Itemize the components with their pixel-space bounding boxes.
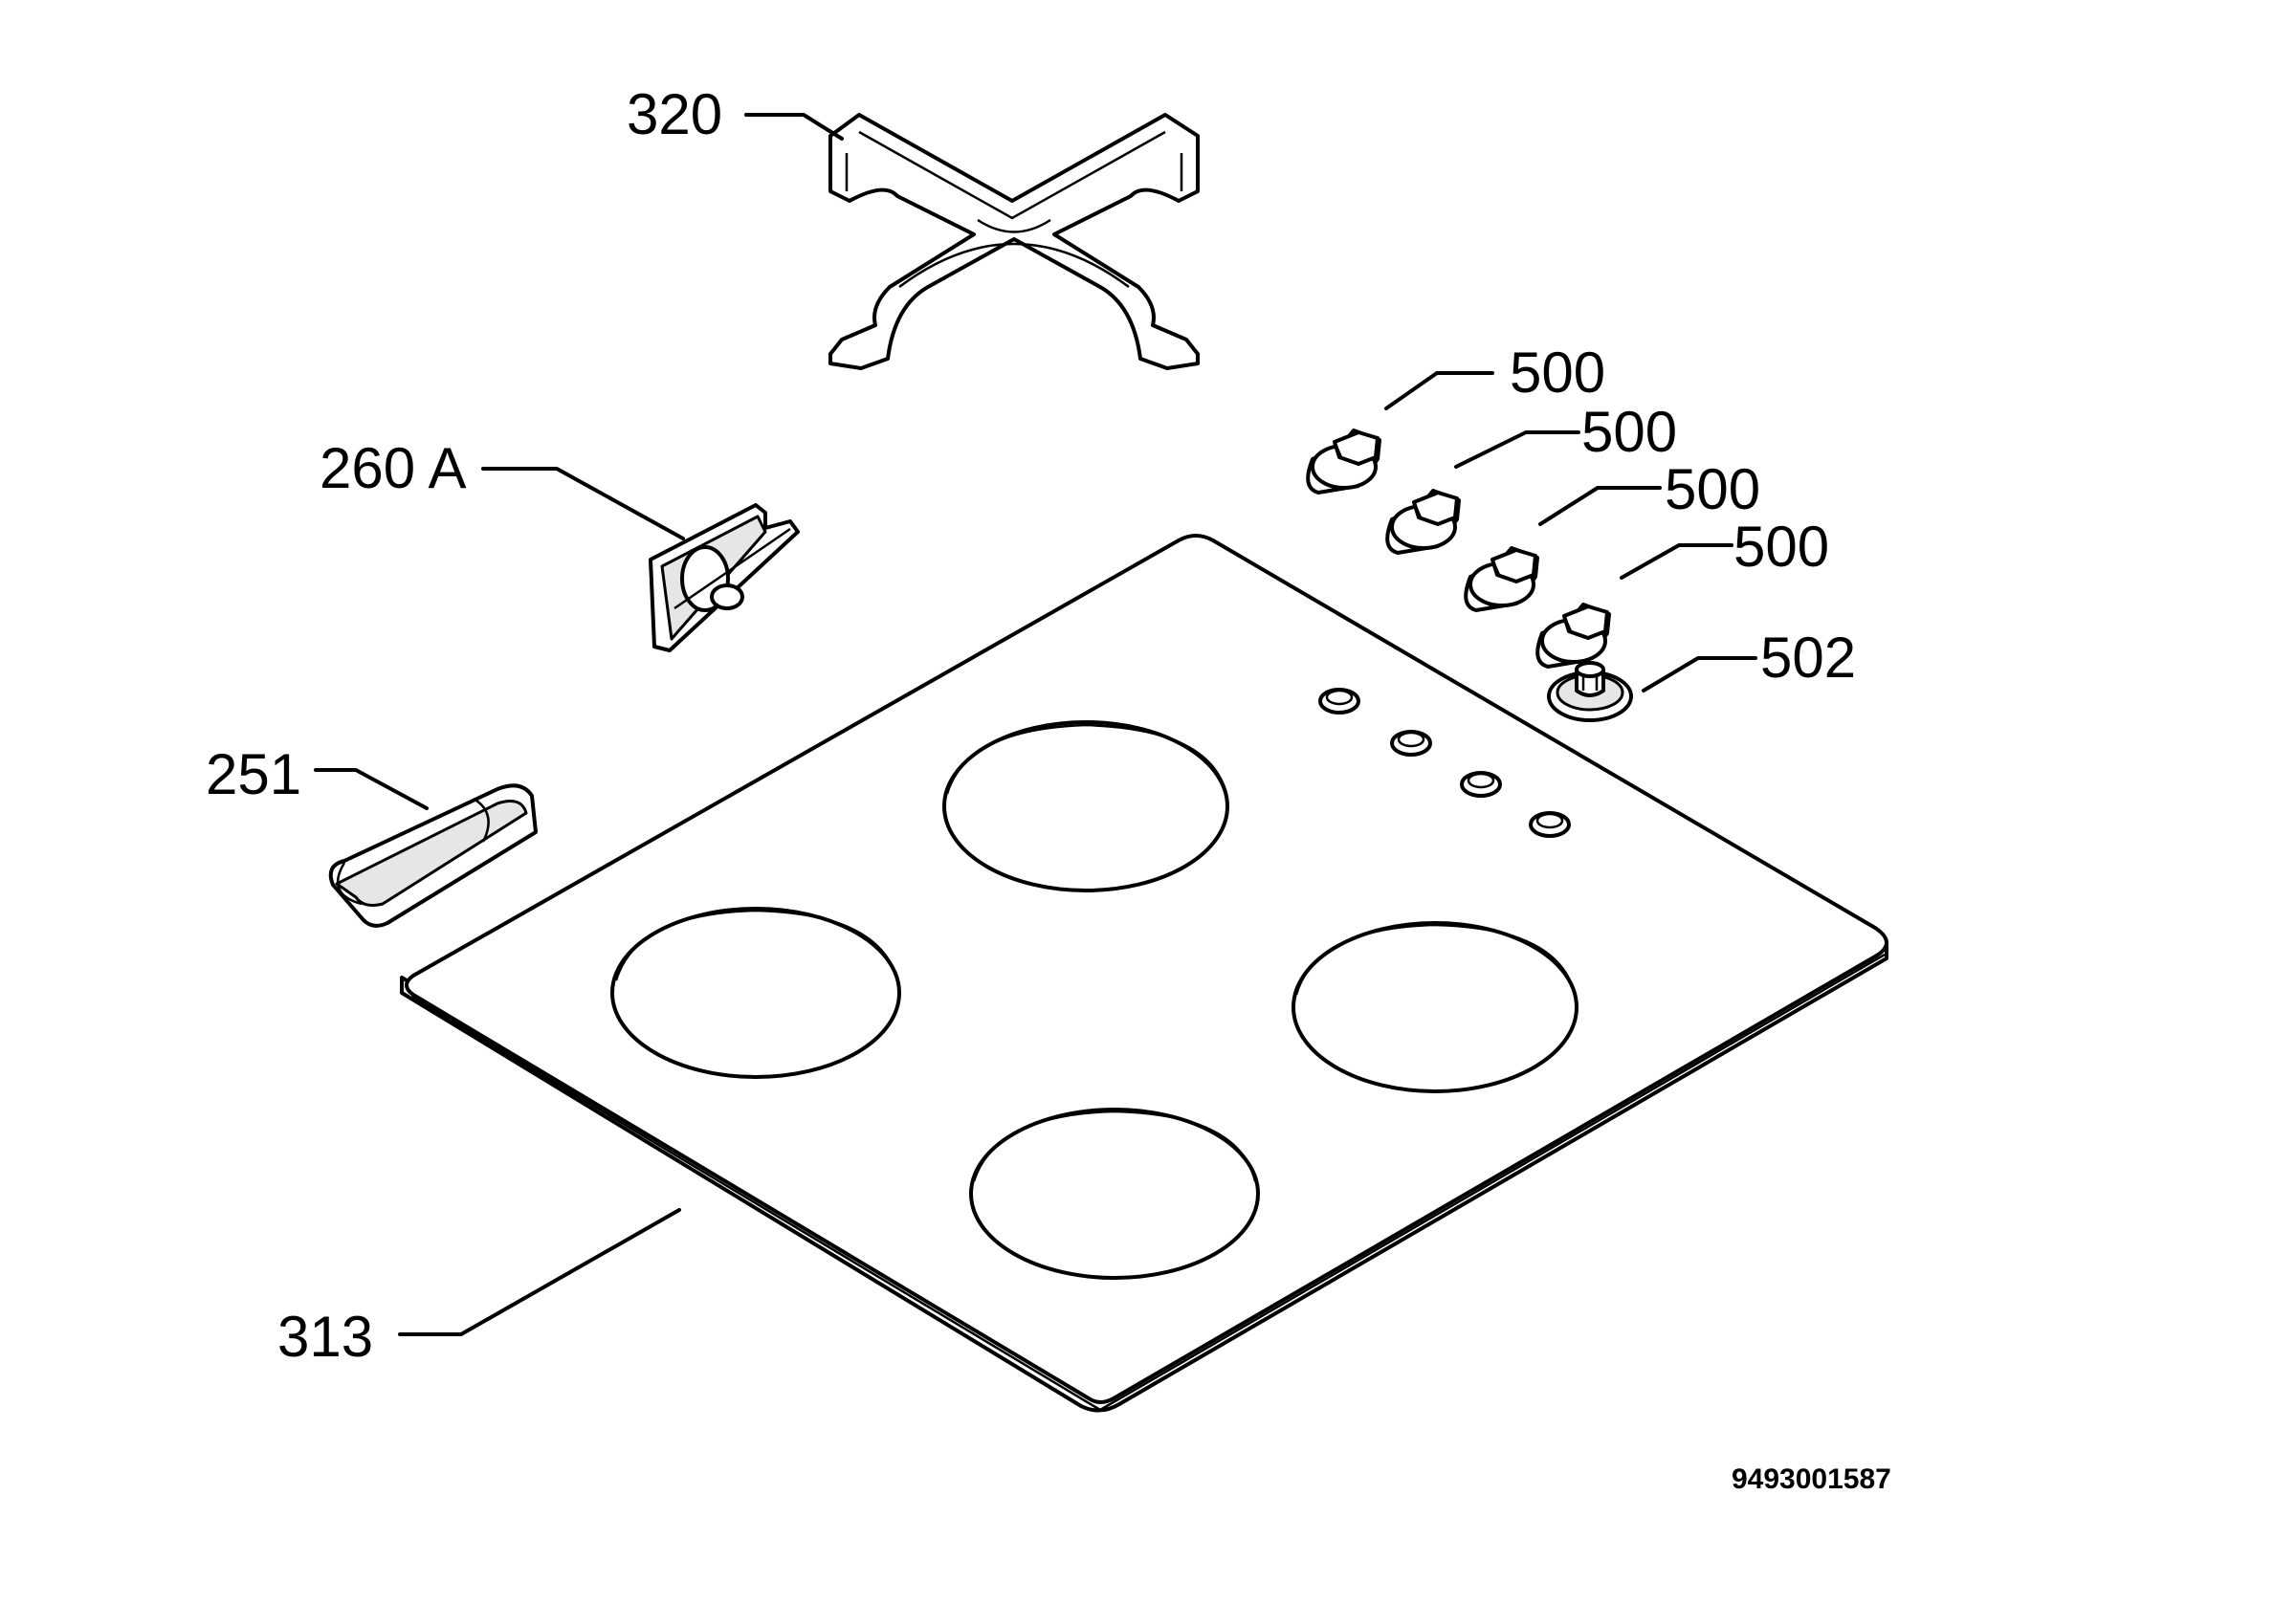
label-500-1: 500 [1510, 341, 1605, 405]
label-500-4: 500 [1733, 515, 1829, 579]
hob-plate [400, 534, 1888, 1413]
label-313: 313 [277, 1305, 373, 1369]
label-502: 502 [1760, 626, 1856, 690]
knob-2 [1385, 489, 1461, 555]
leader-lines [314, 113, 1757, 1336]
knob-4 [1535, 603, 1611, 669]
clip-251 [328, 783, 538, 928]
label-260a: 260 A [320, 436, 467, 500]
spindle-ring-502 [1547, 661, 1633, 722]
drawing-number: 9493001587 [1732, 1463, 1891, 1495]
pan-support [828, 113, 1200, 370]
label-500-3: 500 [1665, 457, 1760, 521]
burner-opening-left [610, 907, 901, 1079]
burner-opening-rear [942, 720, 1229, 892]
knobs-500 [1306, 429, 1611, 669]
burner-opening-front [969, 1108, 1260, 1280]
part-labels: 320 260 A 251 313 500 500 500 500 502 94… [206, 82, 1891, 1495]
label-500-2: 500 [1581, 400, 1677, 464]
knob-3 [1464, 546, 1539, 612]
bracket-260a [649, 503, 800, 652]
knob-1 [1306, 429, 1381, 495]
label-251: 251 [206, 742, 301, 806]
burner-opening-right [1292, 921, 1578, 1093]
burner-openings [610, 720, 1578, 1280]
label-320: 320 [627, 82, 722, 146]
knob-holes [1318, 688, 1571, 838]
